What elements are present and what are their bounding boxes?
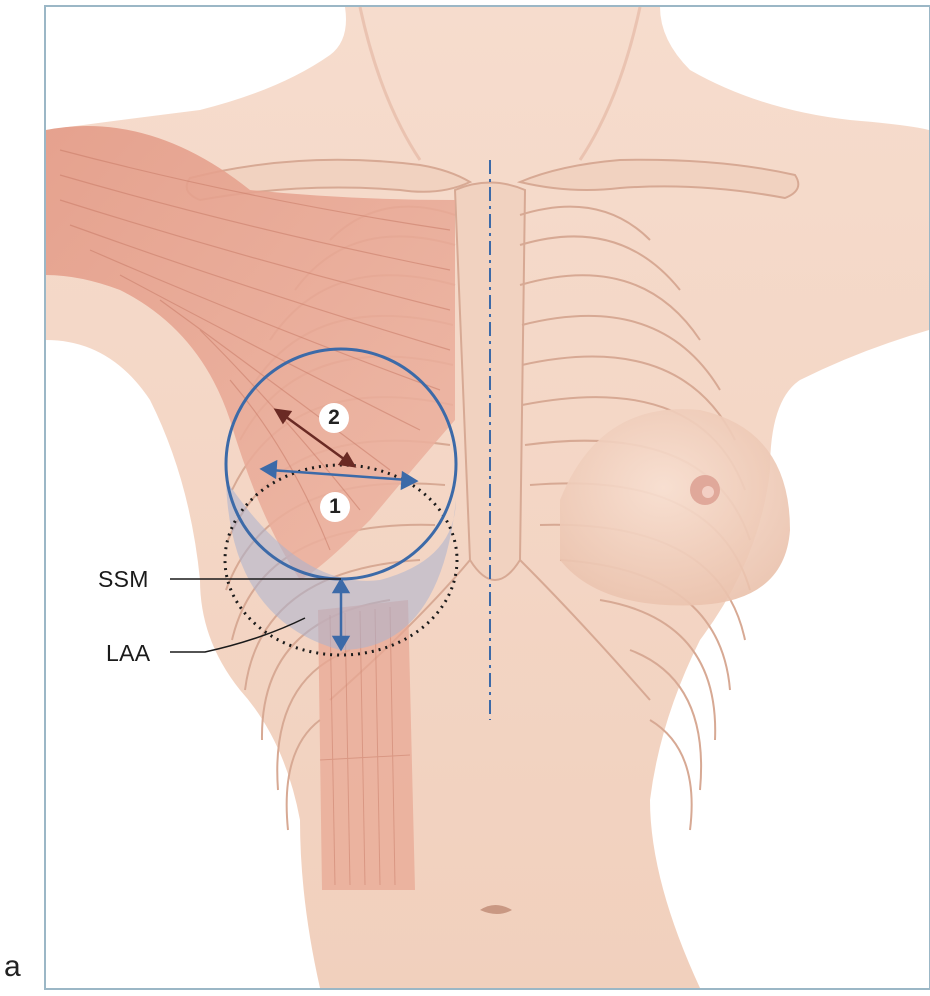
number-badge-2: 2	[319, 403, 349, 433]
laa-label: LAA	[106, 640, 150, 667]
number-badge-1: 1	[320, 492, 350, 522]
nipple-center	[702, 486, 714, 498]
panel-label: a	[4, 950, 21, 984]
ssm-label: SSM	[98, 566, 149, 593]
